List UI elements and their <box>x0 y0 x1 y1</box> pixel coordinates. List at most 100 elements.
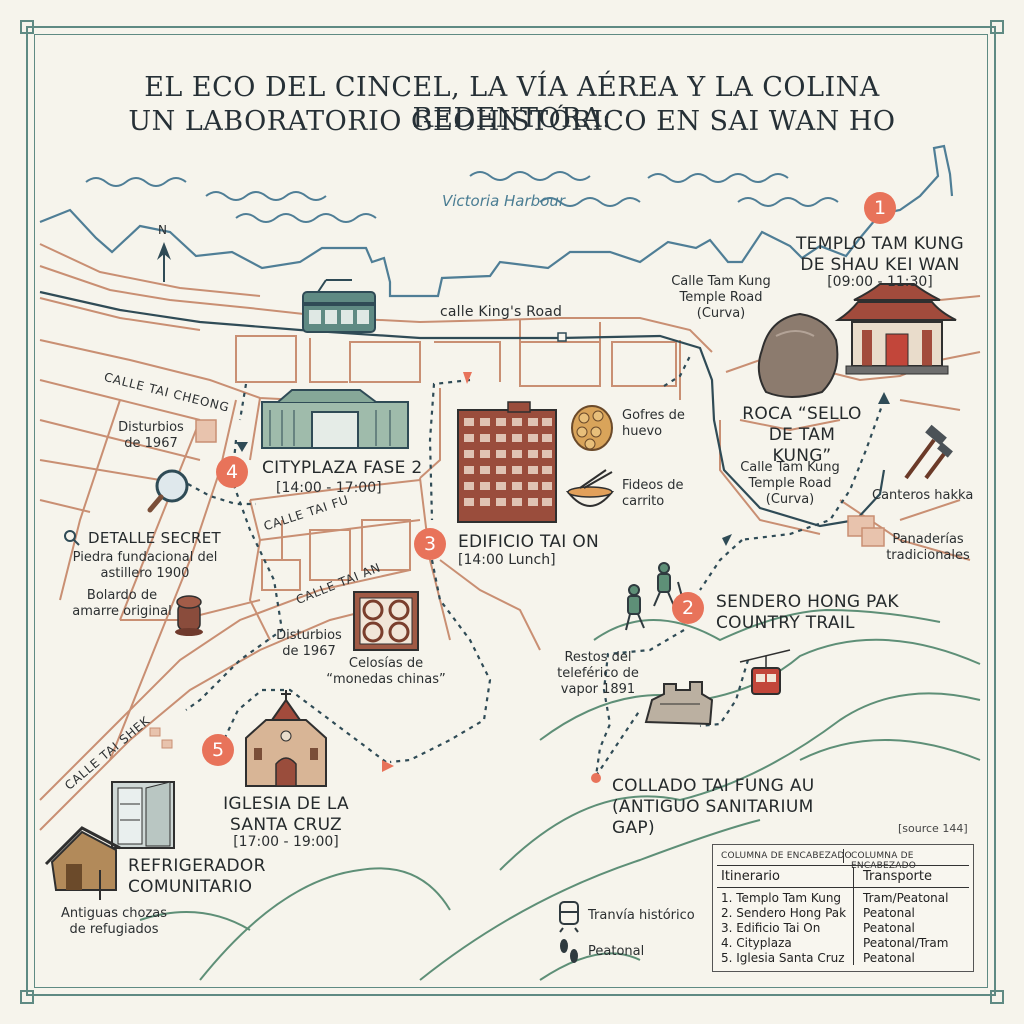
noodle-bowl-icon <box>565 469 615 507</box>
note-disturbios-1: Disturbios de 1967 <box>118 420 184 451</box>
note-canteros: Canteros hakka <box>872 488 974 503</box>
frame-corner <box>990 990 1004 1004</box>
legend-tram-icon <box>559 901 579 933</box>
stop-time-1: [09:00 - 11:30] <box>827 274 933 290</box>
table-row-transport: Peatonal <box>863 906 915 920</box>
table-row-transport: Tram/Peatonal <box>863 891 949 905</box>
frame-corner <box>20 20 34 34</box>
disturbios-marker-icon <box>195 419 217 443</box>
north-label: N <box>158 223 167 237</box>
table-divider <box>853 867 854 965</box>
table-rule <box>717 865 969 866</box>
stop-marker-3[interactable]: 3 <box>414 528 446 560</box>
stop-time-4: [14:00 - 17:00] <box>276 480 382 496</box>
map-title-line2: UN LABORATORIO GEOHISTÓRICO EN SAI WAN H… <box>128 106 896 137</box>
tram-line <box>39 290 886 528</box>
refrigerador-label: REFRIGERADOR COMUNITARIO <box>128 856 266 897</box>
magnifier-icon <box>147 469 189 513</box>
map-frame <box>26 26 996 996</box>
route-arrow <box>722 534 732 546</box>
walking-route <box>185 355 886 777</box>
frame-corner <box>990 20 1004 34</box>
legend-tram-label: Tranvía histórico <box>588 908 695 923</box>
egg-waffle-icon <box>571 405 613 451</box>
street-tam-kung-road-mid: Calle Tam Kung Temple Road (Curva) <box>740 460 840 507</box>
stop-name-2: SENDERO HONG PAK COUNTRY TRAIL <box>716 592 899 633</box>
hikers-icon <box>625 562 685 631</box>
route-arrow <box>463 372 472 384</box>
bollard-icon <box>175 595 203 636</box>
stop-time-5: [17:00 - 19:00] <box>233 834 339 850</box>
stop-marker-2[interactable]: 2 <box>672 592 704 624</box>
note-celosias: Celosías de “monedas chinas” <box>326 656 446 687</box>
cable-car-ruins-icon <box>644 681 714 726</box>
note-teleferico: Restos del teleférico de vapor 1891 <box>557 650 639 697</box>
coin-lattice-icon <box>353 591 419 651</box>
table-row-transport: Peatonal <box>863 951 915 965</box>
table-row-itinerary: 1. Templo Tam Kung <box>721 891 842 905</box>
small-search-icon <box>64 530 80 546</box>
table-divider <box>843 849 844 863</box>
detalle-secret-item-2: Bolardo de amarre original <box>72 588 172 619</box>
cable-car-icon <box>739 649 791 695</box>
table-header-right: COLUMNA DE ENCABEZADO <box>851 851 917 871</box>
refugee-shack-icon <box>44 826 121 900</box>
stop-name-1: TEMPLO TAM KUNG DE SHAU KEI WAN <box>796 234 964 275</box>
church-icon <box>245 690 327 787</box>
table-row-transport: Peatonal/Tram <box>863 936 949 950</box>
table-col-transport: Transporte <box>863 869 932 884</box>
tai-on-building-icon <box>457 401 557 523</box>
rubble-icon <box>149 727 173 749</box>
tram-icon <box>302 279 376 333</box>
collado-label: COLLADO TAI FUNG AU (ANTIGUO SANITARIUM … <box>612 776 815 838</box>
table-row-itinerary: 2. Sendero Hong Pak <box>721 906 847 920</box>
table-rule <box>717 887 969 888</box>
collado-point <box>591 773 601 783</box>
legend-footprints-icon <box>560 939 578 963</box>
frame-corner <box>20 990 34 1004</box>
detalle-secret-title: DETALLE SECRET <box>88 529 221 547</box>
harbour-waves <box>85 171 839 223</box>
stop-marker-5[interactable]: 5 <box>202 734 234 766</box>
rock-icon <box>757 312 839 398</box>
stop-name-5: IGLESIA DE LA SANTA CRUZ <box>223 794 349 835</box>
route-arrow <box>878 392 890 404</box>
tram-stop-marker <box>557 332 567 342</box>
stop-name-3: EDIFICIO TAI ON <box>458 532 600 552</box>
note-panaderias: Panaderías tradicionales <box>886 532 970 563</box>
stonemason-hammers-icon <box>904 424 953 480</box>
table-row-itinerary: 3. Edificio Tai On <box>721 921 821 935</box>
note-gofres: Gofres de huevo <box>622 408 685 439</box>
street-kings-road: calle King's Road <box>440 304 563 320</box>
note-fideos: Fideos de carrito <box>622 478 684 509</box>
note-chozas: Antiguas chozas de refugiados <box>60 906 168 937</box>
bakery-marker-icon <box>847 515 885 547</box>
stop-time-3: [14:00 Lunch] <box>458 552 556 568</box>
table-row-itinerary: 5. Iglesia Santa Cruz <box>721 951 845 965</box>
table-header-left: COLUMNA DE ENCABEZADO <box>721 851 852 861</box>
roca-label: ROCA “SELLO DE TAM KUNG” <box>742 404 862 466</box>
map-frame-inner <box>34 34 988 988</box>
fridge-icon <box>111 781 175 849</box>
note-disturbios-2: Disturbios de 1967 <box>276 628 342 659</box>
route-arrow <box>236 442 248 452</box>
map-title-line1: EL ECO DEL CINCEL, LA VÍA AÉREA Y LA COL… <box>144 72 880 134</box>
itinerary-table: COLUMNA DE ENCABEZADO COLUMNA DE ENCABEZ… <box>712 844 974 972</box>
road-network <box>39 243 981 831</box>
route-arrow <box>382 760 394 772</box>
stop-name-4: CITYPLAZA FASE 2 <box>262 458 423 478</box>
north-arrow-icon <box>157 242 171 282</box>
table-row-transport: Peatonal <box>863 921 915 935</box>
street-tam-kung-road-top: Calle Tam Kung Temple Road (Curva) <box>671 274 771 321</box>
detalle-secret-item-1: Piedra fundacional del astillero 1900 <box>72 550 218 581</box>
table-col-itinerary: Itinerario <box>721 869 781 884</box>
source-note: [source 144] <box>898 822 968 835</box>
legend-walk-label: Peatonal <box>588 944 645 959</box>
table-row-itinerary: 4. Cityplaza <box>721 936 792 950</box>
cityplaza-building-icon <box>261 389 409 449</box>
harbour-label: Victoria Harbour <box>442 192 566 210</box>
stop-marker-4[interactable]: 4 <box>216 456 248 488</box>
temple-icon <box>834 283 957 375</box>
stop-marker-1[interactable]: 1 <box>864 192 896 224</box>
